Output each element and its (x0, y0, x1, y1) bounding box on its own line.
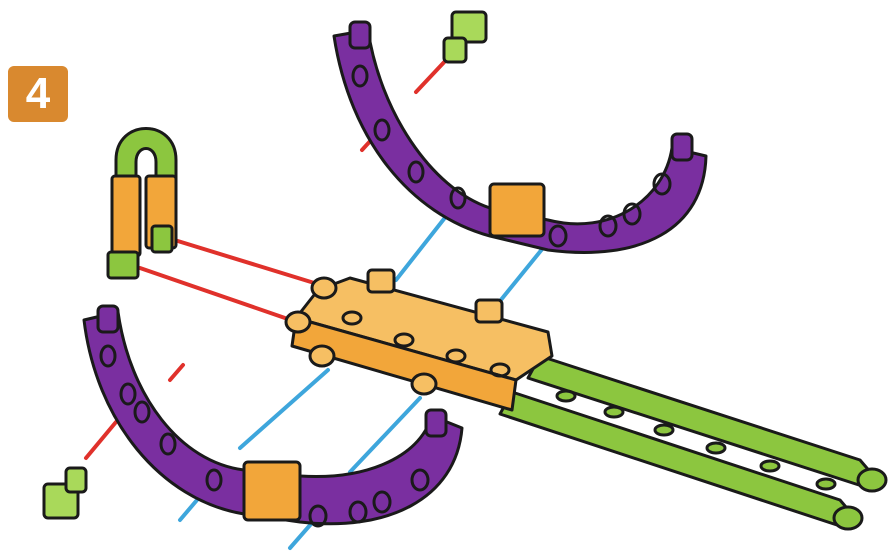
u-bend-green-clip (150, 224, 174, 254)
upper-arc-holes (351, 64, 672, 248)
green-peg-top (450, 10, 488, 44)
upper-arc-peg-right (670, 132, 694, 162)
lower-arc-orange-block (242, 460, 302, 522)
upper-arc-body (332, 28, 708, 254)
blue-line-3 (238, 368, 330, 450)
green-square-pegs (42, 10, 488, 520)
u-bend-orange-left (110, 174, 142, 258)
red-line-ubend-bottom (138, 266, 287, 320)
rod-end-lower (832, 505, 864, 531)
orange-hub-connectors (284, 268, 554, 412)
hub-holes (341, 310, 511, 378)
green-u-bend-with-orange-connectors (106, 127, 178, 280)
red-line-lower-arc (168, 363, 185, 382)
orange-stub-2 (474, 298, 504, 324)
red-line-bottom-peg (84, 420, 118, 460)
lower-arc-peg-right (424, 408, 448, 438)
step-number: 4 (25, 69, 51, 118)
red-line-top-peg (414, 56, 450, 94)
red-line-ubend-top (166, 236, 326, 288)
blue-line-4 (348, 396, 422, 474)
orange-peg-back-1 (310, 276, 338, 300)
step-number-badge: 4 (8, 66, 68, 122)
rod-end-upper (856, 467, 888, 493)
green-peg-top-shaft (442, 36, 468, 64)
green-peg-bottom-shaft (64, 466, 88, 494)
red-guide-lines (84, 56, 450, 460)
orange-peg-left (308, 344, 336, 368)
orange-stub-1 (366, 268, 396, 294)
lower-arc-peg-left (96, 304, 120, 334)
rod-holes (555, 389, 837, 491)
purple-half-ring-upper (332, 20, 708, 254)
orange-hub-front (290, 316, 518, 412)
orange-peg-right (410, 372, 438, 396)
upper-arc-orange-block (488, 182, 546, 238)
green-long-rods (498, 354, 888, 531)
purple-half-ring-lower (82, 304, 464, 528)
upper-arc-peg-left (348, 20, 372, 50)
lower-arc-holes (99, 344, 430, 528)
lower-arc-body (82, 310, 464, 526)
orange-peg-back-2 (284, 310, 312, 334)
u-bend-green-base (106, 250, 140, 280)
